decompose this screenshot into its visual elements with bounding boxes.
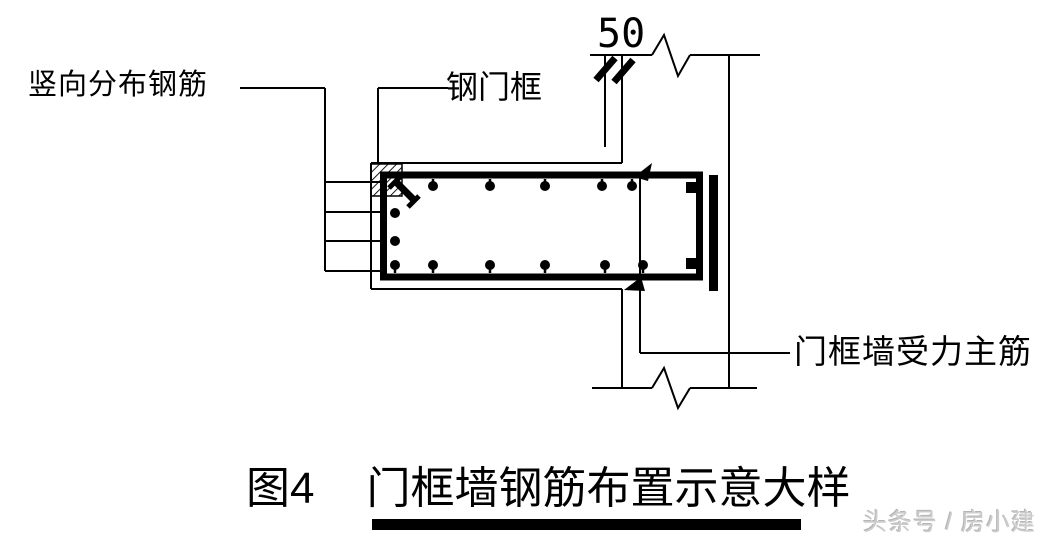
dimension-tick-marks xyxy=(593,55,636,85)
vertical-rebar-leader xyxy=(240,87,386,272)
break-symbol-bottom xyxy=(651,365,691,411)
watermark-text: 头条号 / 房小建 xyxy=(862,509,1036,536)
wall-break-bottom xyxy=(592,365,757,411)
stirrup-diagonal-hook xyxy=(387,175,421,209)
label-steel-door-frame: 钢门框 xyxy=(446,69,543,105)
stirrup-hook-arrow-top xyxy=(634,163,652,181)
stirrup-corner-hook-br xyxy=(686,258,697,269)
dimension-value-50: 50 xyxy=(597,11,646,57)
wall-outline xyxy=(370,55,730,388)
rebar-dots xyxy=(390,179,648,273)
label-main-load-rebar: 门框墙受力主筋 xyxy=(794,333,1032,370)
figure-title: 门框墙钢筋布置示意大样 xyxy=(366,464,851,513)
main-load-rebar-bar xyxy=(709,175,718,291)
label-vertical-distribution-rebar: 竖向分布钢筋 xyxy=(28,69,209,101)
stirrup-hoop xyxy=(380,163,703,291)
figure-caption: 图4 门框墙钢筋布置示意大样 xyxy=(246,452,850,516)
caption-underline xyxy=(372,519,801,530)
stirrup-corner-hook-tr xyxy=(686,182,697,193)
steel-door-frame-leader xyxy=(377,87,448,164)
stirrup-hook-arrow-bottom xyxy=(624,277,645,291)
figure-number: 图4 xyxy=(246,464,315,513)
dimension-50-lines xyxy=(590,32,760,147)
break-symbol-top xyxy=(651,32,691,79)
